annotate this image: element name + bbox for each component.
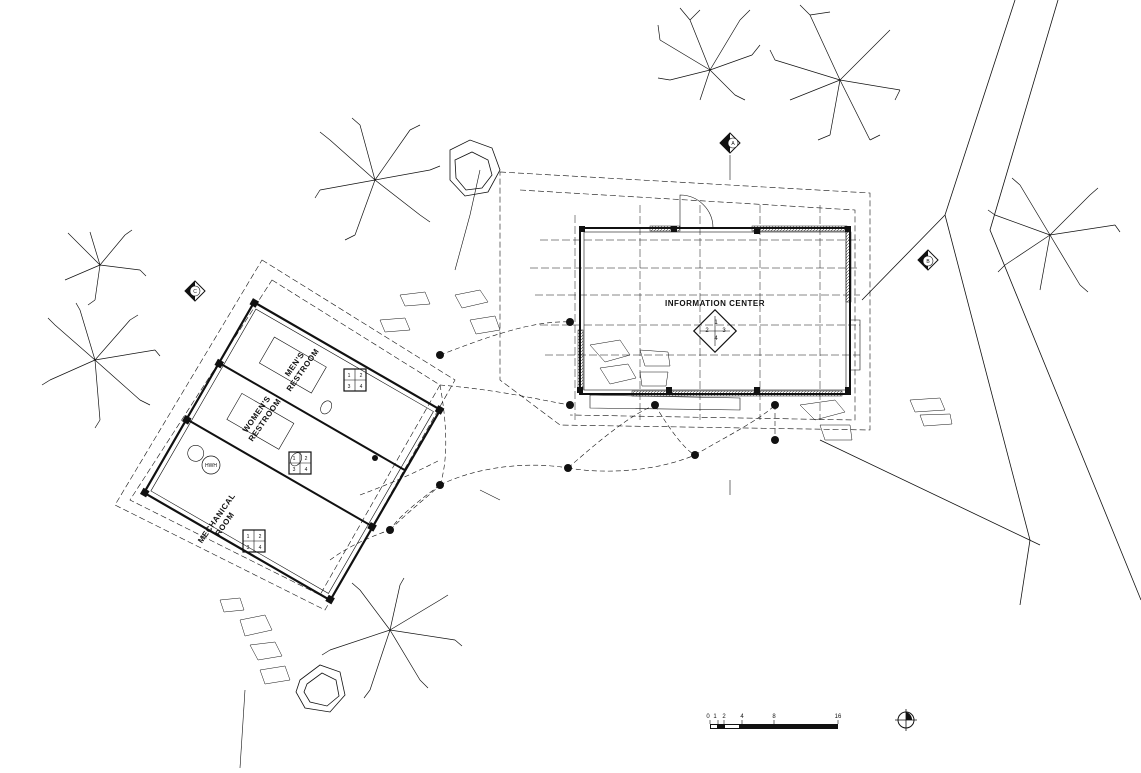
hwh-tank: HWH [201,455,221,475]
tree-bottom [321,577,463,699]
road-lines [819,0,1141,606]
svg-text:HWH: HWH [205,463,217,469]
svg-text:8: 8 [772,714,776,720]
svg-text:3: 3 [722,328,726,334]
site-light-dots [372,318,779,534]
svg-text:B: B [926,259,930,265]
info-center-walls [577,194,852,397]
tree-upper-left [314,117,441,241]
svg-text:2: 2 [705,328,709,334]
svg-text:3: 3 [293,467,296,473]
label-information-center: INFORMATION CENTER [665,299,765,308]
flagstone-paving [219,289,953,685]
svg-text:1: 1 [348,373,351,379]
svg-text:1: 1 [714,320,718,326]
tree-left-top [64,229,147,306]
restroom-building-walls [139,298,445,605]
info-center-beams [530,205,860,420]
room-tag-info: 1 2 3 4 [692,308,738,354]
room-tag-mens: 1 2 3 4 [343,368,367,392]
svg-text:3: 3 [348,384,351,390]
roof-outline-restroom [114,259,456,611]
svg-text:4: 4 [259,545,262,551]
svg-text:4: 4 [740,714,744,720]
svg-text:4: 4 [714,336,718,342]
walkway-paths [329,321,776,561]
svg-text:16: 16 [835,714,842,720]
tree-right [987,177,1121,293]
tree-top-center [657,7,761,101]
svg-text:1: 1 [247,534,250,540]
label-mens-restroom: MEN'S RESTROOM [283,347,321,393]
svg-text:4: 4 [360,384,363,390]
svg-text:3: 3 [247,545,250,551]
svg-text:2: 2 [360,373,363,379]
tree-top-right [769,4,901,141]
tree-left-bottom [41,302,161,429]
north-arrow-icon [895,709,917,731]
svg-text:A: A [731,141,735,147]
roof-outline-info [499,171,871,431]
svg-text:2: 2 [305,456,308,462]
room-tag-womens: 1 2 3 4 [288,451,312,475]
svg-text:4: 4 [305,467,308,473]
misc-site-lines [239,169,861,769]
svg-text:0: 0 [706,714,710,720]
section-marker-c: C [184,280,206,302]
label-womens-restroom: WOMEN'S RESTROOM [241,394,283,443]
svg-text:1: 1 [293,456,296,462]
section-marker-a: A [719,132,741,180]
svg-text:C: C [193,289,197,295]
svg-text:2: 2 [722,714,726,720]
scale-bar: 0 1 2 4 8 16 [706,714,842,729]
svg-text:1: 1 [713,714,717,720]
room-tag-mech: 1 2 3 4 [242,529,266,553]
section-marker-b: B [917,249,939,271]
svg-text:2: 2 [259,534,262,540]
tree-trunk-outlines [295,139,501,713]
